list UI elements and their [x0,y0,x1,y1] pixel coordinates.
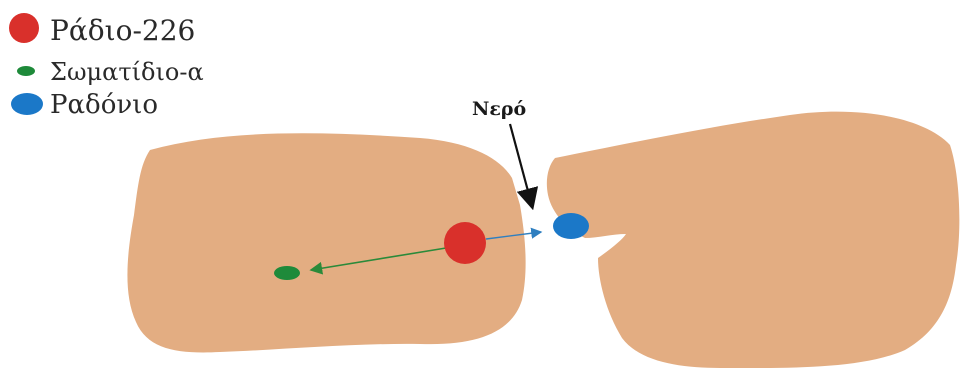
alpha-particle [274,266,300,280]
radium-atom [444,222,486,264]
radon-legend-marker [11,93,43,115]
radium-legend-label: Ράδιο-226 [50,14,195,47]
water-label: Νερό [472,98,526,120]
radon-atom [553,213,589,239]
legend: Ράδιο-226 Σωματίδιο-α Ραδόνιο [9,13,204,120]
alpha-legend-marker [17,66,35,76]
alpha-legend-label: Σωματίδιο-α [50,58,204,86]
radium-legend-marker [9,13,39,43]
right-mineral-grain [547,112,960,368]
radon-legend-label: Ραδόνιο [50,90,158,120]
